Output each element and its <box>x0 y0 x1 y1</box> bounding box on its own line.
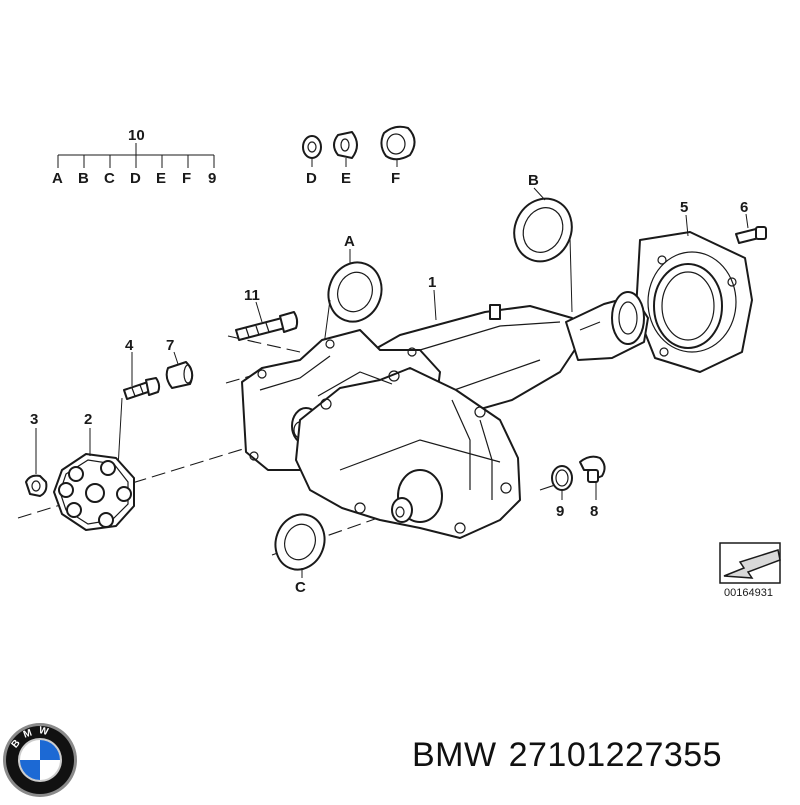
callout-11: 11 <box>244 287 260 304</box>
callout-f: F <box>391 170 400 187</box>
callout-a: A <box>344 233 355 250</box>
callout-10: 10 <box>128 127 145 144</box>
callout-kit-9: 9 <box>208 170 216 187</box>
seal-b: B <box>513 172 573 313</box>
nut-7: 7 <box>165 337 194 389</box>
bmw-logo: BMW <box>3 723 77 797</box>
seal-d: D <box>302 135 322 187</box>
bolt-4: 4 <box>117 337 161 469</box>
callout-d: D <box>306 170 317 187</box>
brand-name: BMW <box>412 736 497 774</box>
callout-6: 6 <box>740 199 748 216</box>
callout-kit-b: B <box>78 170 89 187</box>
callout-kit-a: A <box>52 170 63 187</box>
drain-plug-8: 8 <box>579 455 606 520</box>
callout-e: E <box>341 170 351 187</box>
flange-bolt: 6 <box>735 199 767 244</box>
o-ring-9: 9 <box>551 465 573 520</box>
reference-number: 00164931 <box>724 587 773 599</box>
part-caption: BMW 27101227355 <box>412 736 734 775</box>
part-number: 27101227355 <box>508 736 723 774</box>
callout-kit-c: C <box>104 170 115 187</box>
nut-3: 3 <box>25 411 48 497</box>
callout-3: 3 <box>30 411 38 428</box>
callout-b: B <box>528 172 539 189</box>
bolt-11: 11 <box>235 287 299 341</box>
seal-a: A <box>317 233 383 391</box>
transfer-case-housing: 1 <box>241 274 649 539</box>
callout-9: 9 <box>556 503 564 520</box>
callout-7: 7 <box>166 337 174 354</box>
callout-5: 5 <box>680 199 688 216</box>
callout-kit-e: E <box>156 170 166 187</box>
callout-4: 4 <box>125 337 134 354</box>
callout-c: C <box>295 579 306 596</box>
reference-arrow-icon <box>723 549 781 579</box>
seal-f: F <box>380 125 416 187</box>
callout-kit-f: F <box>182 170 191 187</box>
kit-bracket: 10 A B C D E F 9 <box>52 127 216 187</box>
seal-e: E <box>333 131 358 187</box>
callout-1: 1 <box>428 274 436 291</box>
callout-kit-d: D <box>130 170 141 187</box>
drawing-reference: 00164931 <box>719 542 781 599</box>
seal-c: C <box>274 513 326 596</box>
callout-8: 8 <box>590 503 598 520</box>
output-flange: 5 <box>635 199 753 373</box>
flex-disc: 2 <box>53 411 135 531</box>
callout-2: 2 <box>84 411 92 428</box>
